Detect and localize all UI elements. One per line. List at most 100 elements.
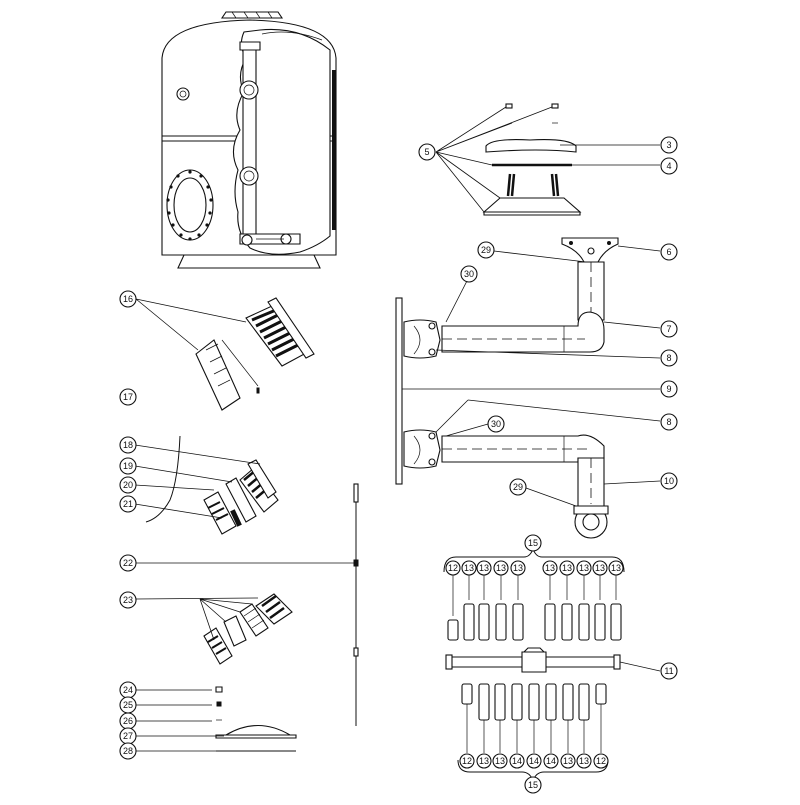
lateral-bottom-callout [576, 753, 592, 769]
upper-pipe-assembly [403, 237, 619, 359]
lateral-bottom-label: 13 [479, 756, 489, 766]
bulkhead-fitting-16 [195, 297, 315, 411]
svg-text:17: 17 [123, 392, 133, 402]
lateral-bottom-5: 14 [526, 683, 542, 769]
lateral-top-label: 13 [464, 563, 474, 573]
lateral-top-tube [561, 603, 573, 641]
callout-18: 18 [119, 436, 137, 454]
svg-text:7: 7 [666, 324, 671, 334]
svg-text:9: 9 [666, 384, 671, 394]
laterals-bottom: 12 13 13 14 14 14 13 13 12 [459, 683, 609, 769]
lateral-bottom-label: 12 [462, 756, 472, 766]
lateral-top-label: 13 [562, 563, 572, 573]
svg-text:3: 3 [666, 140, 671, 150]
lateral-bottom-tube [511, 683, 523, 721]
lower-pipe-assembly [403, 429, 609, 539]
callout-9: 9 [660, 380, 678, 398]
callout-23: 23 [119, 591, 137, 609]
lateral-top-3: 13 [476, 560, 492, 641]
callout-15-top: 15 [524, 534, 542, 552]
lateral-bottom-label: 14 [512, 756, 522, 766]
lateral-top-8: 13 [576, 560, 592, 641]
callout-8-upper: 8 [660, 349, 678, 367]
svg-text:15: 15 [528, 780, 538, 790]
lateral-plate [395, 297, 403, 485]
lateral-bottom-tube [562, 683, 574, 721]
callouts: 5 3 4 6 29 30 7 8 9 8 30 10 29 15 11 15 … [119, 136, 678, 794]
svg-text:18: 18 [123, 440, 133, 450]
lateral-bottom-4: 14 [509, 683, 525, 769]
lateral-top-10: 13 [608, 560, 624, 641]
lateral-bottom-2: 13 [476, 683, 492, 769]
lateral-top-label: 13 [496, 563, 506, 573]
svg-text:23: 23 [123, 595, 133, 605]
lateral-top-tube [512, 603, 524, 641]
filter-tank [161, 11, 337, 269]
svg-text:5: 5 [424, 147, 429, 157]
callout-29-upper: 29 [477, 241, 495, 259]
callout-5: 5 [418, 143, 436, 161]
lateral-top-label: 13 [611, 563, 621, 573]
lateral-top-tube [594, 603, 606, 641]
lateral-bottom-8: 13 [576, 683, 592, 769]
lateral-bottom-callout [476, 753, 492, 769]
lateral-bottom-label: 13 [579, 756, 589, 766]
svg-text:25: 25 [123, 700, 133, 710]
lateral-top-tube [463, 603, 475, 641]
svg-text:6: 6 [666, 247, 671, 257]
drain-fittings-23 [203, 593, 293, 665]
sight-glass-fittings [145, 435, 279, 535]
lateral-bottom-7: 13 [560, 683, 576, 769]
callout-11: 11 [660, 662, 678, 680]
callout-29-lower: 29 [509, 478, 527, 496]
lateral-top-6: 13 [542, 560, 558, 641]
lateral-bottom-tube [478, 683, 490, 721]
svg-text:15: 15 [528, 538, 538, 548]
lateral-hub [445, 647, 621, 673]
svg-text:29: 29 [481, 245, 491, 255]
lateral-top-label: 13 [545, 563, 555, 573]
callout-4: 4 [660, 157, 678, 175]
lateral-top-tube [447, 619, 459, 641]
lateral-top-label: 13 [595, 563, 605, 573]
lateral-top-4: 13 [493, 560, 509, 641]
lateral-top-2: 13 [461, 560, 477, 641]
lateral-bottom-label: 14 [546, 756, 556, 766]
callout-10: 10 [660, 472, 678, 490]
lateral-top-tube [578, 603, 590, 641]
lateral-top-tube [478, 603, 490, 641]
lateral-top-9: 13 [592, 560, 608, 641]
svg-text:11: 11 [664, 666, 673, 676]
lateral-bottom-tube [578, 683, 590, 721]
lateral-top-1: 12 [445, 560, 461, 641]
svg-text:24: 24 [123, 685, 133, 695]
lateral-bottom-label: 13 [495, 756, 505, 766]
svg-text:8: 8 [666, 417, 671, 427]
lateral-top-tube [495, 603, 507, 641]
svg-text:10: 10 [664, 476, 674, 486]
lateral-bottom-label: 12 [596, 756, 606, 766]
svg-text:28: 28 [123, 746, 133, 756]
callout-15-bottom: 15 [524, 776, 542, 794]
lateral-bottom-callout [543, 753, 559, 769]
lateral-bottom-label: 13 [563, 756, 573, 766]
lateral-top-label: 13 [579, 563, 589, 573]
callout-16: 16 [119, 290, 137, 308]
lateral-bottom-tube [461, 683, 473, 705]
lateral-bottom-1: 12 [459, 683, 475, 769]
svg-text:8: 8 [666, 353, 671, 363]
svg-text:16: 16 [123, 294, 133, 304]
lateral-bottom-6: 14 [543, 683, 559, 769]
callout-27: 27 [119, 727, 137, 745]
callout-30-lower: 30 [487, 415, 505, 433]
lateral-bottom-label: 14 [529, 756, 539, 766]
callout-21: 21 [119, 495, 137, 513]
callout-6: 6 [660, 243, 678, 261]
lateral-top-label: 13 [479, 563, 489, 573]
lateral-bottom-callout [526, 753, 542, 769]
callout-8-lower: 8 [660, 413, 678, 431]
air-relief-rod [353, 483, 359, 726]
svg-text:26: 26 [123, 716, 133, 726]
